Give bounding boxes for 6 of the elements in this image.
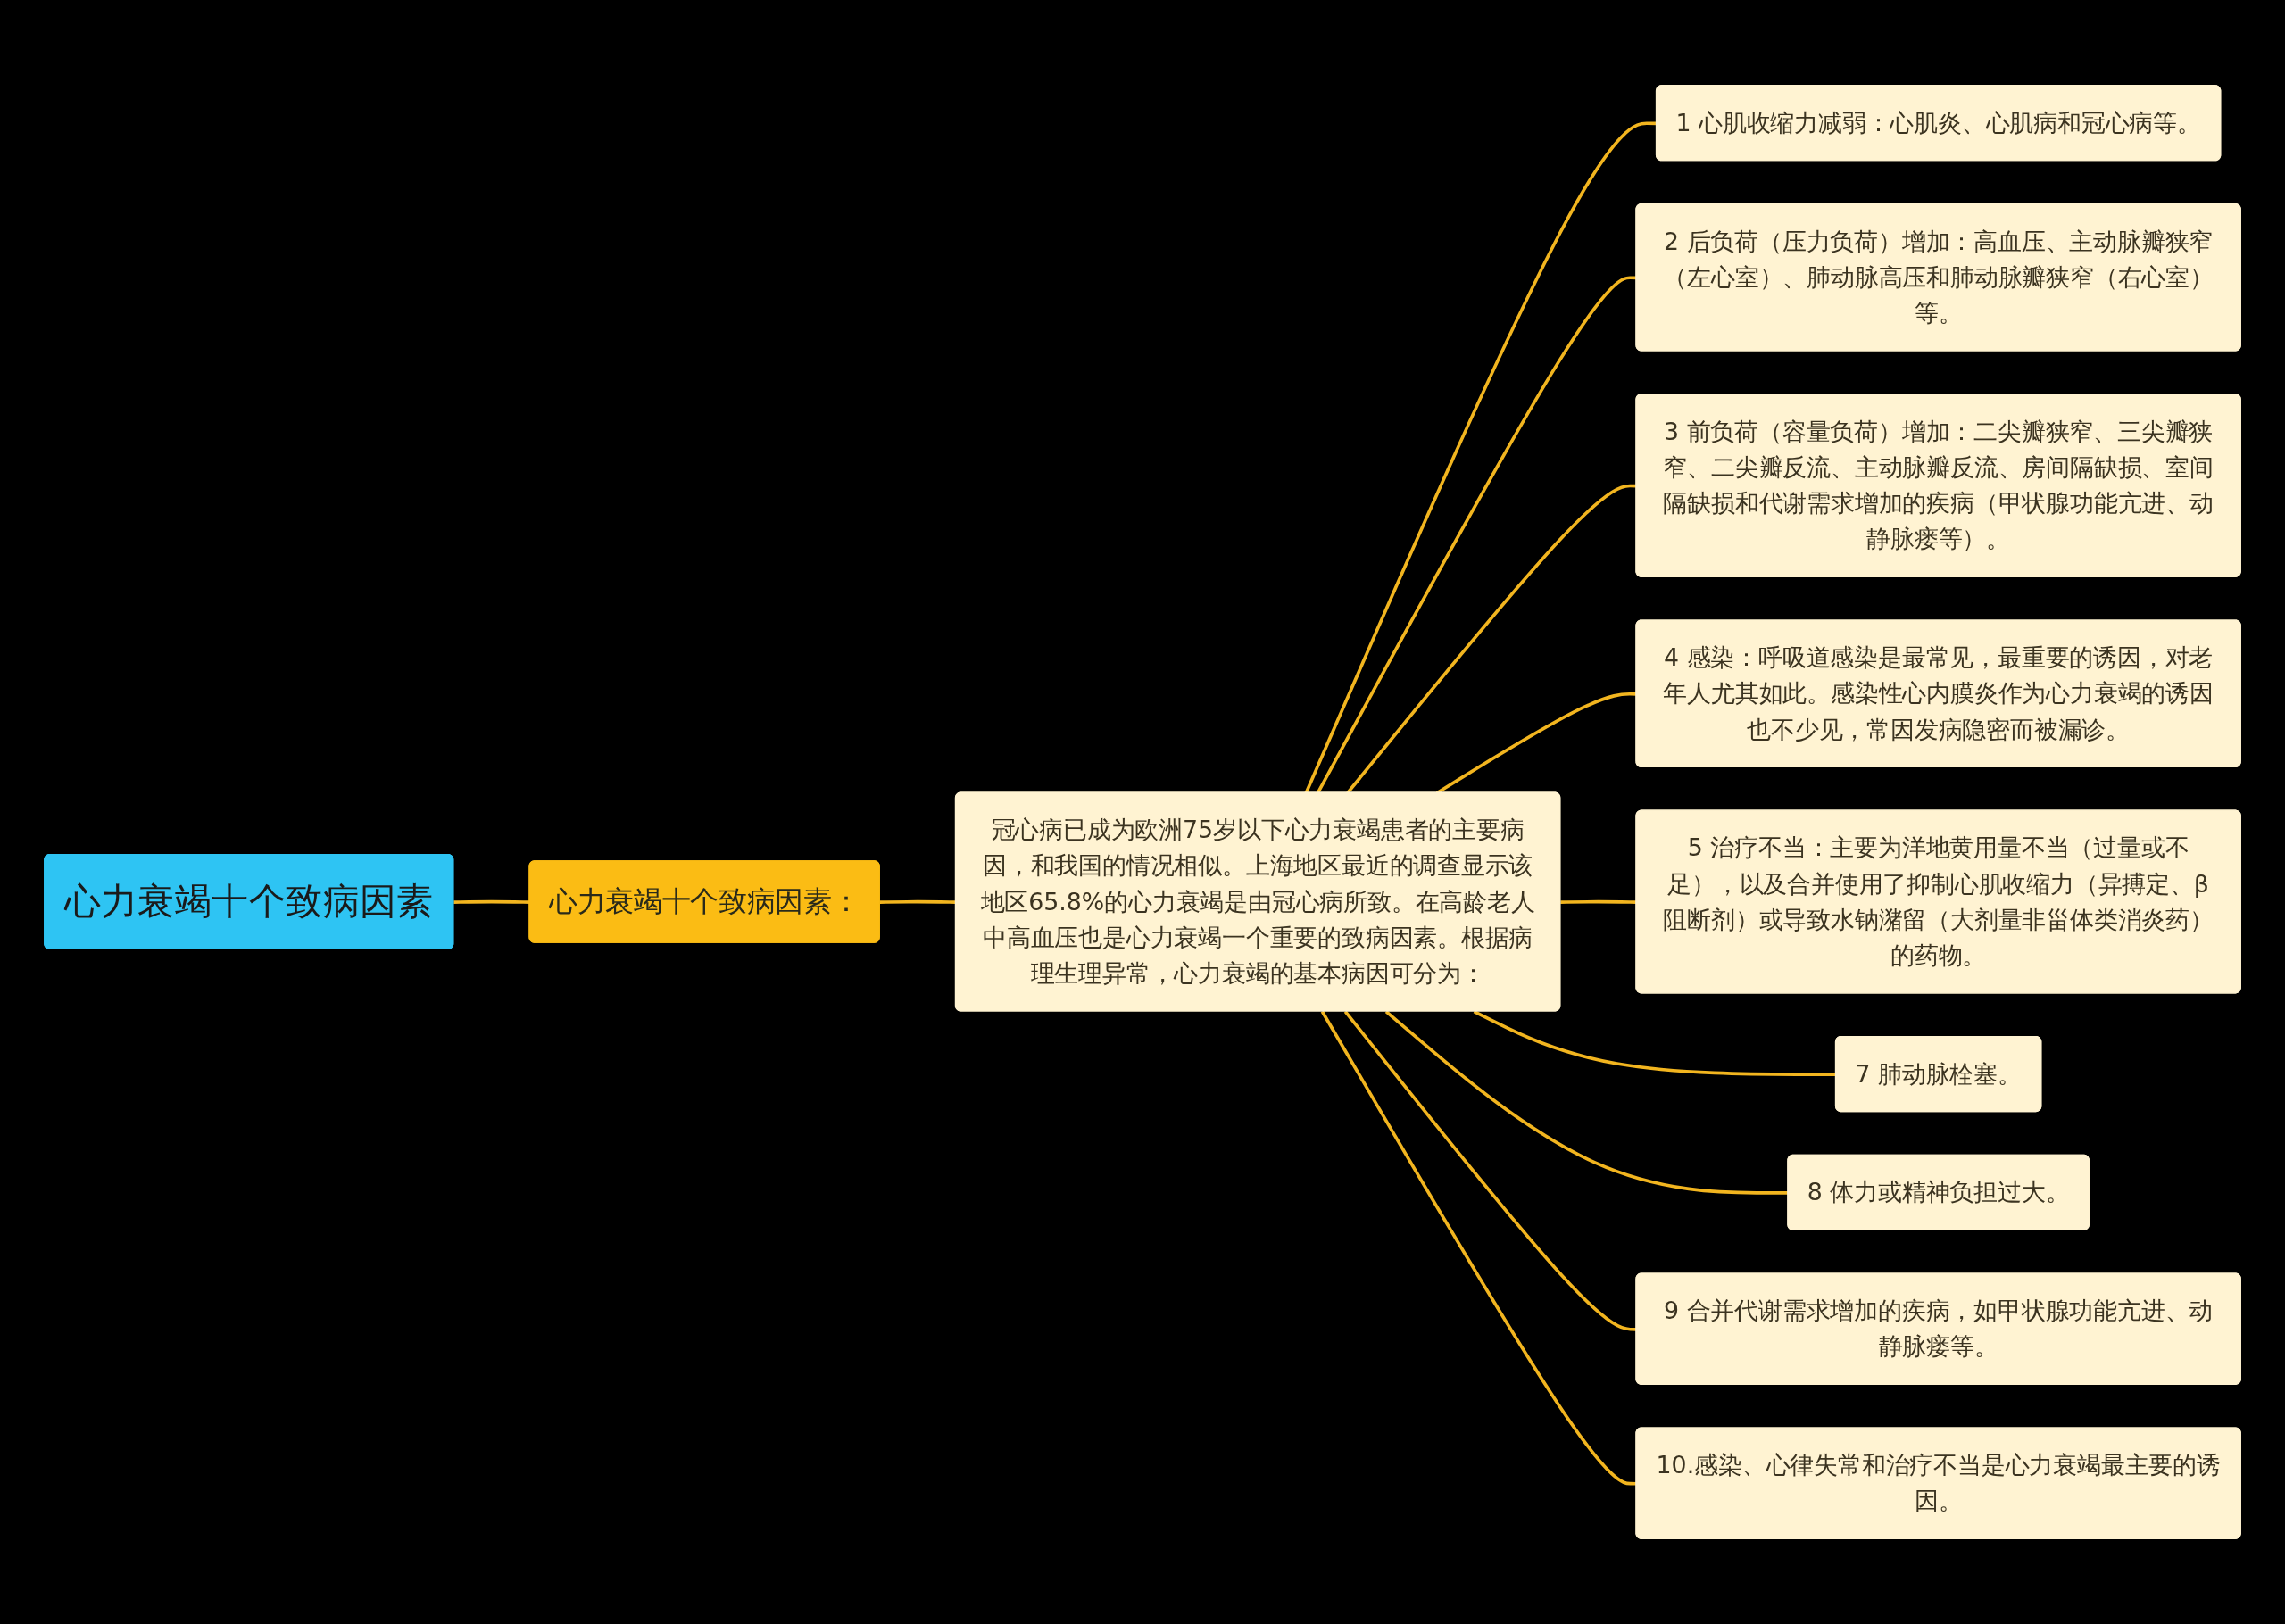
connector [1320, 1010, 1637, 1486]
connector [1343, 1010, 1637, 1331]
connector [1346, 484, 1637, 794]
connector [453, 899, 530, 904]
connector [1560, 899, 1637, 904]
connector [1316, 276, 1637, 794]
